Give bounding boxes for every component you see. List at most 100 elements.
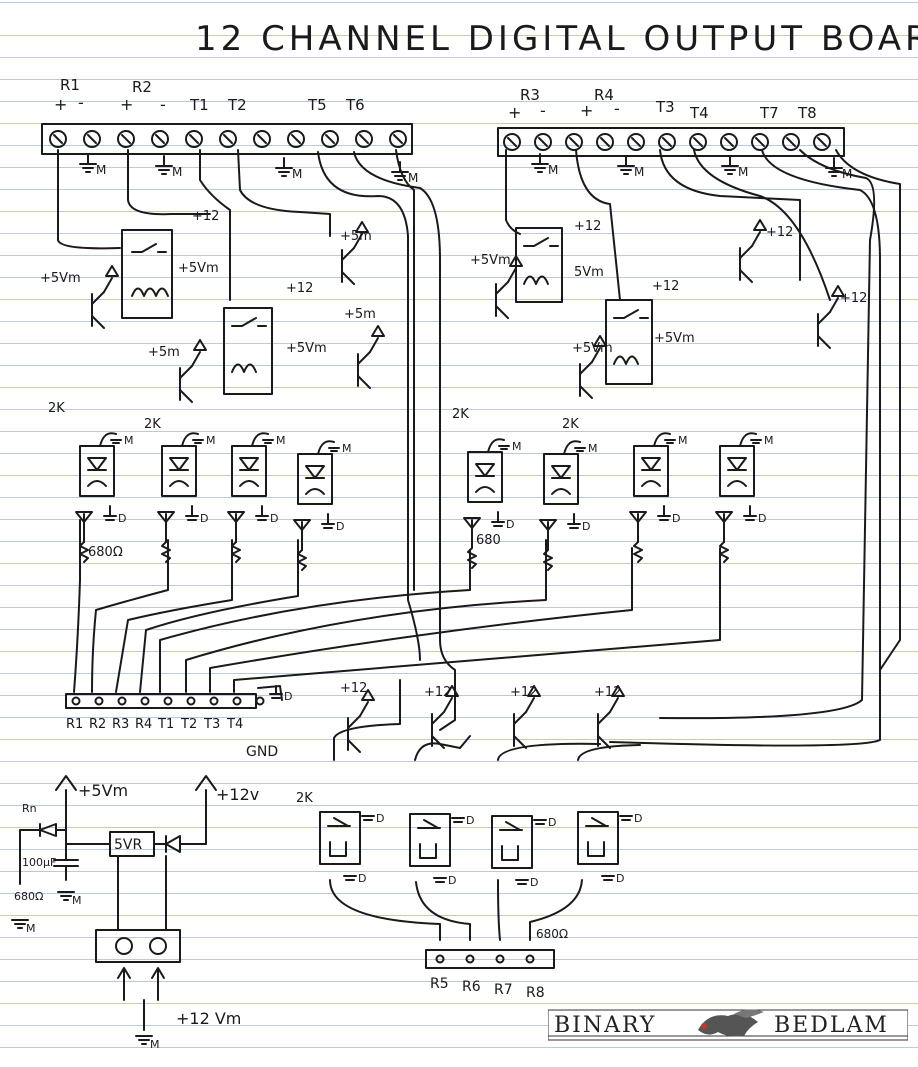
transistor	[91, 265, 119, 329]
supply-12-9: +12	[510, 685, 537, 700]
terminal-screw	[151, 130, 169, 148]
terminal-screw	[720, 133, 738, 151]
polarity-plus-1: +	[54, 95, 67, 114]
ground-m-label: M	[292, 167, 302, 181]
label-r2: R2	[132, 78, 152, 96]
label-r1: R1	[60, 76, 80, 94]
transistor	[341, 221, 369, 285]
ground-m-label: M	[408, 171, 418, 185]
ground-symbol: M	[721, 155, 748, 179]
transistor	[739, 219, 767, 283]
right-terminal-strip	[497, 127, 845, 157]
connector-pin	[117, 696, 127, 706]
polarity-minus-4: -	[614, 99, 620, 118]
ground-m-label: M	[738, 165, 748, 179]
bottom-connector-label: T3	[203, 717, 220, 732]
supply-5vm-7: +5Vm	[572, 341, 613, 356]
terminal-screw	[751, 133, 769, 151]
ground-symbol: M	[617, 155, 644, 179]
terminal-screw	[253, 130, 271, 148]
power-supply	[19, 775, 217, 1031]
left-terminal-strip	[41, 123, 413, 155]
lower-connector-label: R7	[494, 982, 513, 998]
supply-5vm-6: +5Vm	[654, 331, 695, 346]
supply-5vm-1: +5Vm	[40, 271, 81, 286]
terminal-screw	[534, 133, 552, 151]
connector-pin	[495, 954, 505, 964]
lower-connector-label: R5	[430, 976, 449, 992]
resistor-2k-1: 2K	[48, 401, 65, 416]
ground-d-label: D	[376, 812, 384, 825]
ground-d-label: D	[118, 512, 126, 525]
logo-text-right: BEDLAM	[774, 1013, 889, 1038]
bottom-connector-label: T2	[180, 717, 197, 732]
optocoupler: DM	[157, 432, 216, 563]
lower-connector	[425, 949, 555, 969]
label-t2: T2	[227, 96, 247, 114]
connector-pin	[186, 696, 196, 706]
terminal-screw	[321, 130, 339, 148]
optocoupler: DM	[463, 438, 522, 569]
supply-5vm-2: +5Vm	[178, 261, 219, 276]
label-t4: T4	[689, 104, 709, 122]
optocoupler: DM	[293, 440, 352, 571]
ground-m-label: M	[206, 434, 216, 447]
transistor	[495, 255, 523, 319]
ground-d-label: D	[758, 512, 766, 525]
logo-text-left: BINARY	[554, 1013, 656, 1038]
terminal-screw	[185, 130, 203, 148]
ground-d-label: D	[336, 520, 344, 533]
terminal-screw	[813, 133, 831, 151]
label-t7: T7	[759, 104, 779, 122]
ground-m-label: M	[342, 442, 352, 455]
resistor-2k-5: 2K	[296, 791, 313, 806]
connector-pin	[465, 954, 475, 964]
ground-m-label: M	[124, 434, 134, 447]
optocoupler: DD	[577, 811, 642, 885]
lower-resistor-label: 680Ω	[536, 927, 568, 941]
optocoupler: DM	[715, 432, 774, 563]
bottom-connector-label: T1	[157, 717, 174, 732]
transistor	[579, 335, 607, 399]
terminal-screw	[49, 130, 67, 148]
bottom-connector-label: R1	[66, 717, 83, 732]
led-label: Rn	[22, 802, 37, 815]
relay-r1	[121, 229, 173, 319]
ground-d-label: D	[284, 690, 292, 703]
ground-m-label: M	[26, 922, 36, 935]
terminal-screw	[287, 130, 305, 148]
label-t1: T1	[189, 96, 209, 114]
ground-symbol: M	[57, 891, 82, 907]
relay-r2	[223, 307, 273, 395]
polarity-plus-4: +	[580, 101, 593, 120]
ground-m-label: M	[72, 894, 82, 907]
polarity-plus-3: +	[508, 103, 521, 122]
ground-d-label: D	[270, 512, 278, 525]
resistor-2k-4: 2K	[562, 417, 579, 432]
terminal-screw	[782, 133, 800, 151]
supply-12-2: +12	[286, 281, 313, 296]
ground-d-label: D	[530, 876, 538, 889]
supply-5m-1: +5m	[148, 345, 180, 360]
connector-pin	[255, 696, 265, 706]
board-title: 12 CHANNEL DIGITAL OUTPUT BOARD	[195, 19, 918, 59]
optocoupler: DM	[227, 432, 286, 563]
ground-m-label: M	[548, 163, 558, 177]
label-t3: T3	[655, 98, 675, 116]
polarity-minus-2: -	[160, 95, 166, 114]
ground-d-label: D	[634, 812, 642, 825]
ground-symbol: M	[155, 155, 182, 179]
terminal-screw	[117, 130, 135, 148]
resistor-680-1: 680Ω	[88, 545, 123, 560]
power-5vm-label: +5Vm	[78, 781, 128, 800]
ground-d-label: D	[506, 518, 514, 531]
connector-pin	[94, 696, 104, 706]
terminal-screw	[219, 130, 237, 148]
transistor	[179, 339, 207, 403]
connector-pin	[71, 696, 81, 706]
supply-5vm-5: 5Vm	[574, 265, 604, 280]
label-t5: T5	[307, 96, 327, 114]
ground-m-label: M	[276, 434, 286, 447]
supply-12-1: +12	[192, 209, 219, 224]
